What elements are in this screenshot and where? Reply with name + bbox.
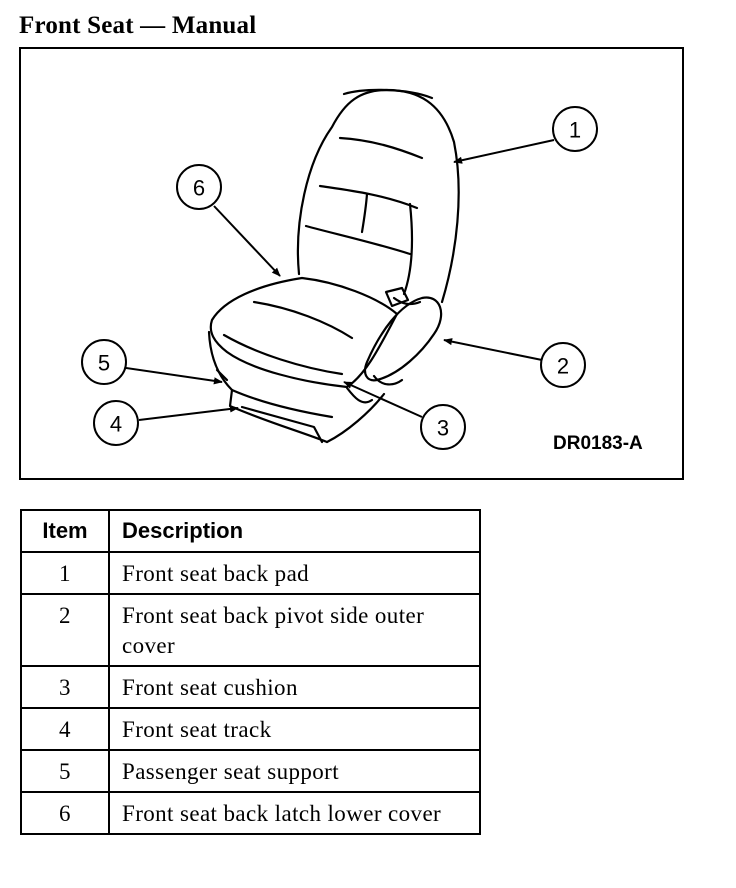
item-number: 1 xyxy=(20,551,110,595)
item-description: Front seat cushion xyxy=(108,665,481,709)
figure-code: DR0183-A xyxy=(553,433,643,454)
callout-circle-1 xyxy=(552,106,598,152)
item-number: 4 xyxy=(20,707,110,751)
legend-table: Item Description 1 Front seat back pad 2… xyxy=(20,509,481,835)
table-row: 4 Front seat track xyxy=(20,707,481,751)
description-column-header: Description xyxy=(108,509,481,553)
seat-illustration-frame: 1 2 3 4 5 6 DR0183-A xyxy=(19,47,684,480)
callout-label-3: 3 xyxy=(437,416,449,441)
callout-label-6: 6 xyxy=(193,176,205,201)
table-row: 6 Front seat back latch lower cover xyxy=(20,791,481,835)
callout-circle-4 xyxy=(93,400,139,446)
item-description: Passenger seat support xyxy=(108,749,481,793)
leader-line-5 xyxy=(125,367,223,385)
item-column-header: Item xyxy=(20,509,110,553)
page-title: Front Seat — Manual xyxy=(19,12,257,39)
pivot-cover-drawing xyxy=(363,286,443,386)
leader-line-4 xyxy=(138,405,239,421)
item-number: 2 xyxy=(20,593,110,667)
seat-track-drawing xyxy=(215,368,386,444)
callout-circle-3 xyxy=(420,404,466,450)
callout-circle-5 xyxy=(81,339,127,385)
leader-line-2 xyxy=(443,338,543,361)
item-description: Front seat back latch lower cover xyxy=(108,791,481,835)
callout-circle-6 xyxy=(176,164,222,210)
item-number: 5 xyxy=(20,749,110,793)
callout-circle-2 xyxy=(540,342,586,388)
table-row: 2 Front seat back pivot side outer cover xyxy=(20,593,481,667)
seat-back-pad-drawing xyxy=(296,88,460,304)
leader-line-6 xyxy=(213,205,281,277)
callout-label-2: 2 xyxy=(557,354,569,379)
item-description: Front seat back pad xyxy=(108,551,481,595)
item-number: 6 xyxy=(20,791,110,835)
leader-line-3 xyxy=(343,381,423,418)
item-description: Front seat track xyxy=(108,707,481,751)
seat-illustration: 1 2 3 4 5 6 DR0183-A xyxy=(81,88,643,454)
callout-label-1: 1 xyxy=(569,118,581,143)
table-header-row: Item Description xyxy=(20,509,481,553)
seat-cushion-drawing xyxy=(207,276,399,419)
callout-label-5: 5 xyxy=(98,351,110,376)
leader-line-1 xyxy=(453,139,555,164)
item-number: 3 xyxy=(20,665,110,709)
table-row: 1 Front seat back pad xyxy=(20,551,481,595)
callout-label-4: 4 xyxy=(110,412,122,437)
table-row: 3 Front seat cushion xyxy=(20,665,481,709)
item-description: Front seat back pivot side outer cover xyxy=(108,593,481,667)
table-row: 5 Passenger seat support xyxy=(20,749,481,793)
